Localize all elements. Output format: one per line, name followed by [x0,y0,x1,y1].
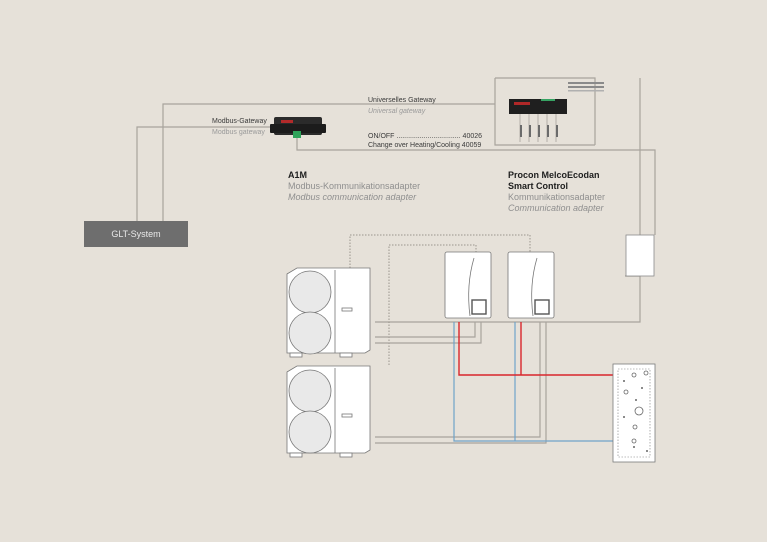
a1m-title: A1M [288,170,308,180]
procon-to-indoor-wire [375,275,641,323]
a1m-caption: A1M Modbus-Kommunikationsadapter Modbus … [288,170,420,203]
register-value: 40059 [461,142,482,149]
procon-title-1: Procon MelcoEcodan [508,170,600,180]
glt-system-box: GLT-System [84,221,188,247]
procon-title-2: Smart Control [508,181,569,191]
register-dots: ................................. [396,133,461,140]
register-on-off: ON/OFF .................................… [368,133,482,140]
indoor-unit-2 [507,251,555,319]
glt-to-modbus-wire [136,126,270,221]
register-name: ON/OFF [368,133,395,140]
universal-gateway-label-en: Universal gateway [368,108,426,115]
grey-pipes [375,322,547,444]
indoor-unit-1 [444,251,492,319]
modbus-gateway-label-en: Modbus gateway [212,129,265,136]
glt-system-label: GLT-System [111,229,161,239]
dotted-comm-lines [349,234,531,365]
procon-device [509,82,604,142]
outdoor-unit-2 [286,365,371,458]
flow-pipe [458,322,634,376]
register-name: Change over Heating/Cooling [368,142,460,149]
register-value: 40026 [462,133,483,140]
a1m-subtitle-en: Modbus communication adapter [288,192,417,202]
modbus-gateway-label: Modbus-Gateway [212,118,267,125]
procon-caption: Procon MelcoEcodan Smart Control Kommuni… [508,170,605,214]
procon-subtitle-en: Communication adapter [508,203,604,213]
smart-control-box [625,234,655,277]
glt-to-universal-gateway-wire [162,103,495,221]
storage-tank [612,363,656,463]
return-pipe [453,322,634,442]
procon-subtitle-de: Kommunikationsadapter [508,192,606,202]
modbus-gateway-device [270,117,326,138]
universal-gateway-frame [495,77,596,145]
modbus-to-procon-wire [296,136,656,235]
register-changeover: Change over Heating/Cooling 40059 [368,142,481,149]
outdoor-unit-1 [286,267,371,358]
a1m-subtitle-de: Modbus-Kommunikationsadapter [288,181,421,191]
universal-gateway-label: Universelles Gateway [368,97,436,104]
